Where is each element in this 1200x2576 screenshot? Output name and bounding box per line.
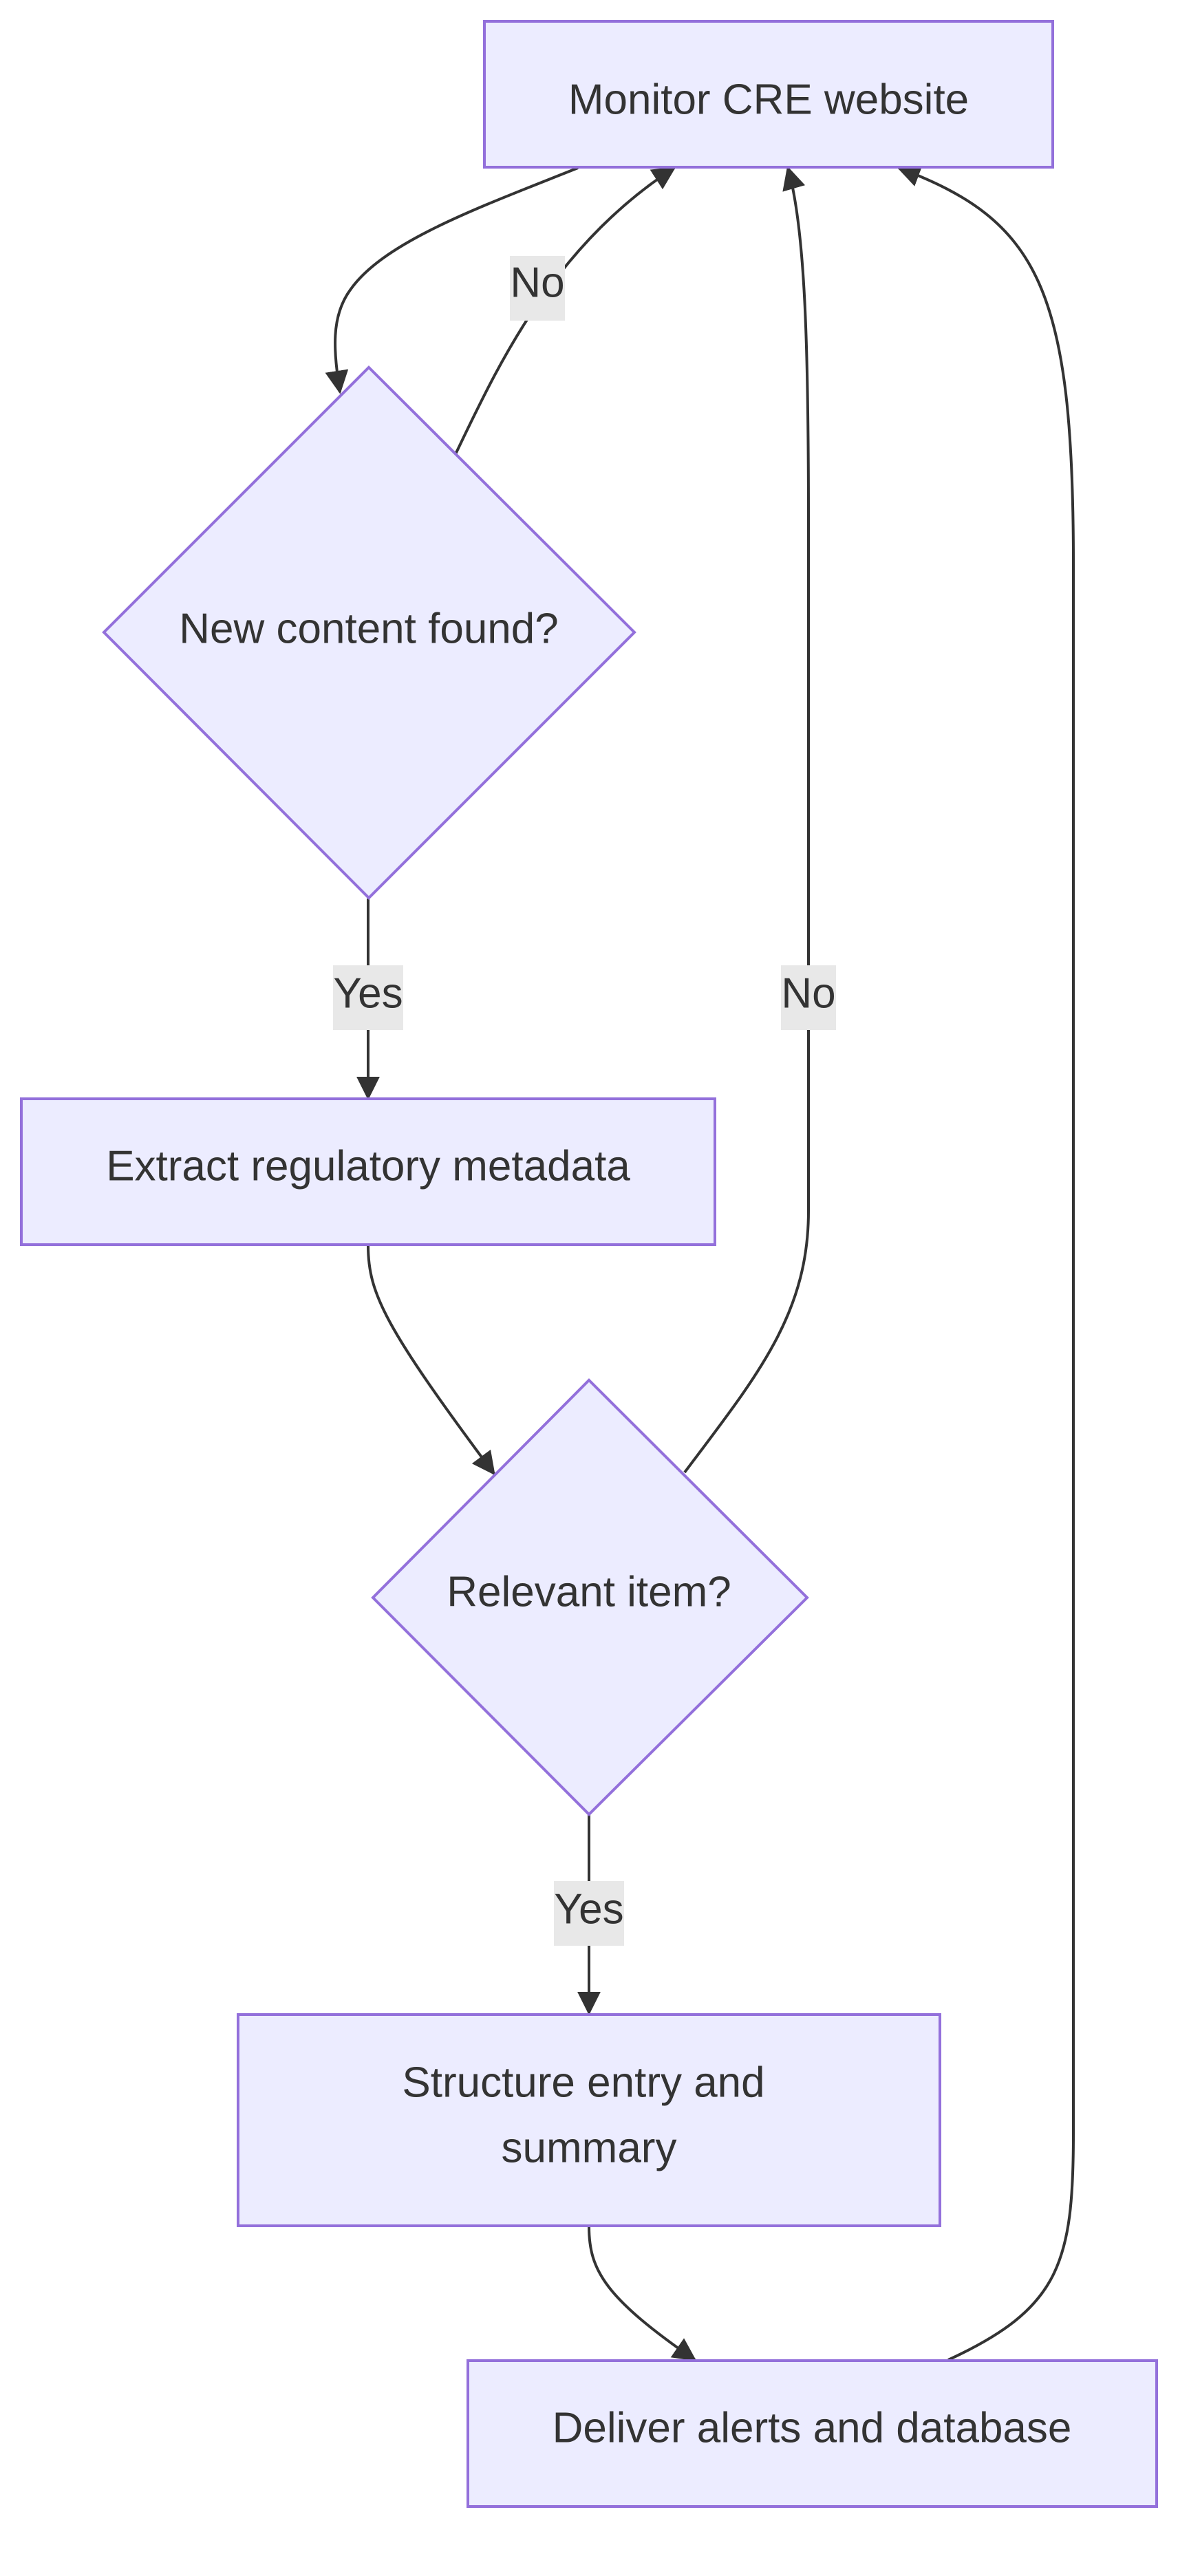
edge-relevant-no bbox=[683, 166, 810, 1474]
node-deliver-label: Deliver alerts and database bbox=[553, 2404, 1072, 2451]
edge-label-new-content-no: No bbox=[510, 256, 565, 321]
node-new-content-label: New content found? bbox=[179, 605, 559, 652]
edge-label-relevant-no: No bbox=[781, 965, 836, 1030]
node-deliver-alerts: Deliver alerts and database bbox=[467, 2359, 1158, 2508]
node-relevant-item: Relevant item? bbox=[371, 1378, 809, 1816]
edge-label-relevant-yes: Yes bbox=[554, 1881, 624, 1946]
node-extract-label: Extract regulatory metadata bbox=[106, 1142, 630, 1190]
node-structure-label-line1: Structure entry and bbox=[402, 2059, 764, 2106]
edge-deliver-to-monitor bbox=[897, 164, 1075, 2361]
edge-extract-to-relevant bbox=[367, 1245, 495, 1476]
edge-label-no-2: No bbox=[781, 969, 835, 1017]
node-extract-regulatory-metadata: Extract regulatory metadata bbox=[20, 1097, 716, 1246]
node-relevant-label: Relevant item? bbox=[447, 1568, 731, 1616]
node-monitor-cre-website: Monitor CRE website bbox=[483, 20, 1054, 169]
node-structure-entry: Structure entry and summary bbox=[237, 2013, 941, 2227]
edge-structure-to-deliver bbox=[588, 2226, 697, 2361]
node-monitor-label: Monitor CRE website bbox=[568, 76, 969, 123]
node-new-content-found: New content found? bbox=[102, 365, 636, 900]
edge-label-no-1: No bbox=[510, 259, 564, 306]
edge-label-new-content-yes: Yes bbox=[333, 965, 403, 1030]
edge-label-yes-2: Yes bbox=[554, 1885, 623, 1933]
edge-monitor-to-new-content bbox=[325, 167, 579, 394]
edge-label-yes-1: Yes bbox=[333, 969, 403, 1017]
node-structure-label-line2: summary bbox=[502, 2124, 677, 2171]
